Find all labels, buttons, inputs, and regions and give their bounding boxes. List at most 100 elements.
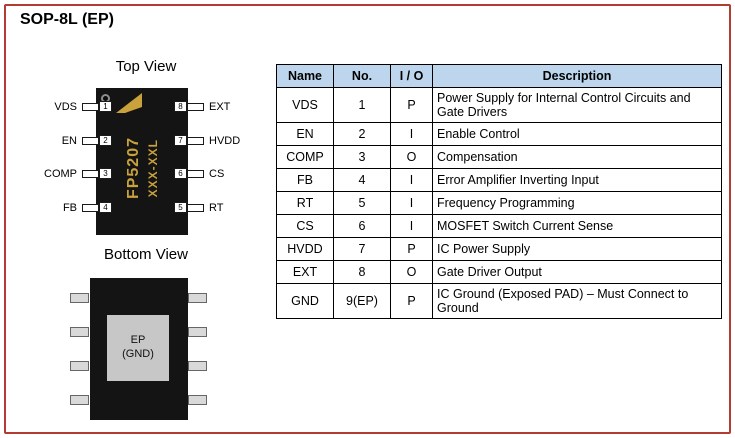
pin-name-cell: EXT <box>276 260 334 284</box>
pin-no-cell: 9(EP) <box>333 283 391 319</box>
pin-name-label: HVDD <box>209 134 241 147</box>
pin-number: 7 <box>174 135 187 146</box>
page-title: SOP-8L (EP) <box>20 11 114 28</box>
pin-no-cell: 6 <box>333 214 391 238</box>
pin-row-4: FB 4 <box>22 201 112 214</box>
pin-lead <box>70 327 89 337</box>
pin-lead <box>70 395 89 405</box>
table-row: EXT 8 O Gate Driver Output <box>276 260 722 284</box>
pin-lead <box>188 327 207 337</box>
pin-lead <box>82 102 99 111</box>
pin-lead <box>187 169 204 178</box>
pin-number: 8 <box>174 101 187 112</box>
pin-desc-cell: Power Supply for Internal Control Circui… <box>432 87 722 123</box>
pin-lead <box>187 136 204 145</box>
pin-desc-cell: IC Power Supply <box>432 237 722 261</box>
pin-name-label: COMP <box>44 167 77 180</box>
pin-no-cell: 5 <box>333 191 391 215</box>
pin-lead <box>188 361 207 371</box>
pin-desc-cell: MOSFET Switch Current Sense <box>432 214 722 238</box>
table-row: COMP 3 O Compensation <box>276 145 722 169</box>
bottom-view-label: Bottom View <box>104 246 188 263</box>
exposed-pad: EP (GND) <box>107 315 169 381</box>
top-view-diagram: Top View FP5207 XXX-XXL VDS 1 EN 2 COMP … <box>18 58 270 254</box>
pin-lead <box>70 361 89 371</box>
pin-desc-cell: Frequency Programming <box>432 191 722 215</box>
pin-row-2: EN 2 <box>22 134 112 147</box>
table-row: FB 4 I Error Amplifier Inverting Input <box>276 168 722 192</box>
pin-lead <box>188 293 207 303</box>
pin-lead <box>187 203 204 212</box>
pin-number: 6 <box>174 168 187 179</box>
pin-row-5: 5 RT <box>174 201 268 214</box>
pin-io-cell: I <box>390 191 433 215</box>
column-header-name: Name <box>276 64 334 88</box>
pin-number: 3 <box>99 168 112 179</box>
pin-number: 2 <box>99 135 112 146</box>
exposed-pad-label-line2: (GND) <box>122 348 154 360</box>
pin-name-cell: HVDD <box>276 237 334 261</box>
pin-no-cell: 1 <box>333 87 391 123</box>
pin-name-cell: COMP <box>276 145 334 169</box>
pin-name-cell: GND <box>276 283 334 319</box>
column-header-description: Description <box>432 64 722 88</box>
pin-desc-cell: Error Amplifier Inverting Input <box>432 168 722 192</box>
pin-lead <box>188 395 207 405</box>
table-row: CS 6 I MOSFET Switch Current Sense <box>276 214 722 238</box>
pin-io-cell: O <box>390 260 433 284</box>
pin-desc-cell: Compensation <box>432 145 722 169</box>
pin-no-cell: 3 <box>333 145 391 169</box>
pin-io-cell: I <box>390 122 433 146</box>
exposed-pad-label-line1: EP <box>130 334 146 347</box>
pin-lead <box>82 169 99 178</box>
pin-no-cell: 2 <box>333 122 391 146</box>
pin-desc-cell: Gate Driver Output <box>432 260 722 284</box>
pin-name-cell: CS <box>276 214 334 238</box>
table-row: EN 2 I Enable Control <box>276 122 722 146</box>
table-row: HVDD 7 P IC Power Supply <box>276 237 722 261</box>
pin-io-cell: P <box>390 87 433 123</box>
pin-name-cell: FB <box>276 168 334 192</box>
pin-name-cell: RT <box>276 191 334 215</box>
pin-io-cell: I <box>390 168 433 192</box>
pin-io-cell: P <box>390 283 433 319</box>
pin-name-label: RT <box>209 201 224 214</box>
pin-lead <box>82 136 99 145</box>
pin-io-cell: O <box>390 145 433 169</box>
column-header-no: No. <box>333 64 391 88</box>
pin-number: 1 <box>99 101 112 112</box>
table-row: RT 5 I Frequency Programming <box>276 191 722 215</box>
page-border <box>4 4 731 434</box>
pin-name-label: CS <box>209 167 225 180</box>
table-row: VDS 1 P Power Supply for Internal Contro… <box>276 87 722 123</box>
pin-name-cell: EN <box>276 122 334 146</box>
table-header-row: Name No. I / O Description <box>276 64 722 88</box>
pin-name-cell: VDS <box>276 87 334 123</box>
pin-name-label: VDS <box>54 100 77 113</box>
pin-name-label: EN <box>61 134 77 147</box>
pin-name-label: EXT <box>209 100 231 113</box>
pin-number: 4 <box>99 202 112 213</box>
pin-desc-cell: Enable Control <box>432 122 722 146</box>
top-view-label: Top View <box>115 58 177 75</box>
chip-marking-line2: XXX-XXL <box>145 139 160 198</box>
pin-row-6: 6 CS <box>174 167 268 180</box>
pin-no-cell: 4 <box>333 168 391 192</box>
pin-row-7: 7 HVDD <box>174 134 268 147</box>
pin-row-3: COMP 3 <box>22 167 112 180</box>
brand-logo-icon <box>115 92 143 114</box>
pin-desc-cell: IC Ground (Exposed PAD) – Must Connect t… <box>432 283 722 319</box>
pin-no-cell: 7 <box>333 237 391 261</box>
pin-io-cell: P <box>390 237 433 261</box>
pin-description-table: Name No. I / O Description VDS 1 P Power… <box>276 64 722 319</box>
pin-lead <box>70 293 89 303</box>
chip-marking-line1: FP5207 <box>124 137 142 200</box>
pin-lead <box>187 102 204 111</box>
pin-name-label: FB <box>62 201 77 214</box>
pin-lead <box>82 203 99 212</box>
column-header-io: I / O <box>390 64 433 88</box>
pin-number: 5 <box>174 202 187 213</box>
pin-row-1: VDS 1 <box>22 100 112 113</box>
pin-row-8: 8 EXT <box>174 100 268 113</box>
